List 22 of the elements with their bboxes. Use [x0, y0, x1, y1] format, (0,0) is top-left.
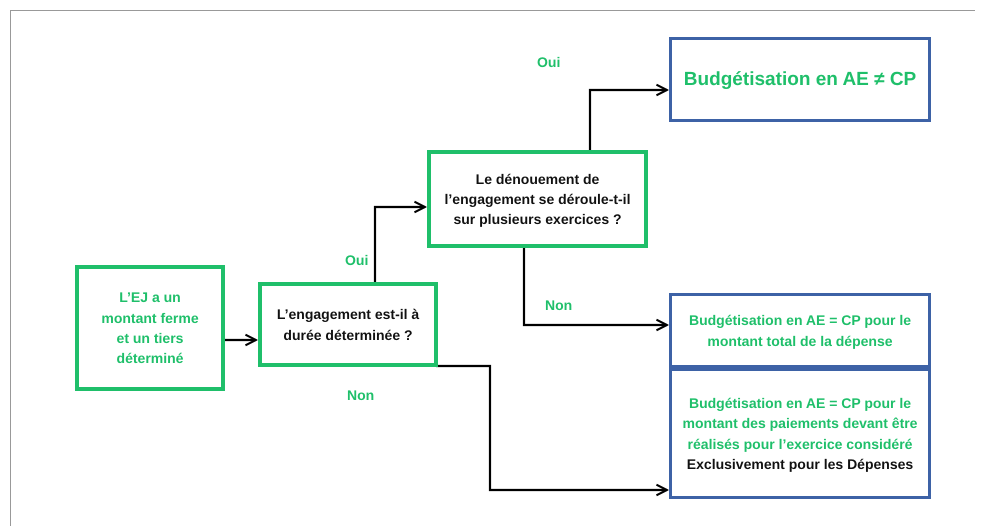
note-text: Exclusivement pour les Dépenses [686, 454, 914, 474]
arrow [436, 364, 668, 496]
result-box [669, 293, 931, 368]
decision-box [258, 282, 438, 367]
edge-label: Oui [537, 54, 560, 70]
result-box [669, 37, 931, 122]
edge-label: Non [347, 387, 374, 403]
decision-box [427, 150, 648, 248]
node-text: L’EJ a un montant ferme et un tiers déterminé [100, 288, 200, 368]
arrow [374, 200, 426, 282]
node-text: Budgétisation en AE ≠ CP [684, 68, 916, 92]
result-box [669, 368, 931, 499]
node-text: Le dénouement de l’engagement se déroule-t-il sur plusieurs exercices ? [444, 170, 632, 230]
node-text: L’engagement est-il à durée déterminée ? [276, 305, 420, 344]
node-text: Budgétisation en AE = CP pour le montant total de la dépense [688, 311, 912, 351]
edge-label: Non [545, 297, 572, 313]
arrow [225, 334, 258, 346]
start-box [75, 265, 225, 391]
edge-label: Oui [345, 252, 368, 268]
arrow [522, 248, 668, 332]
node-text: Budgétisation en AE = CP pour le montant des paiements devant être réalisés pour l’exercice considéré [682, 394, 918, 454]
arrow [588, 84, 668, 150]
